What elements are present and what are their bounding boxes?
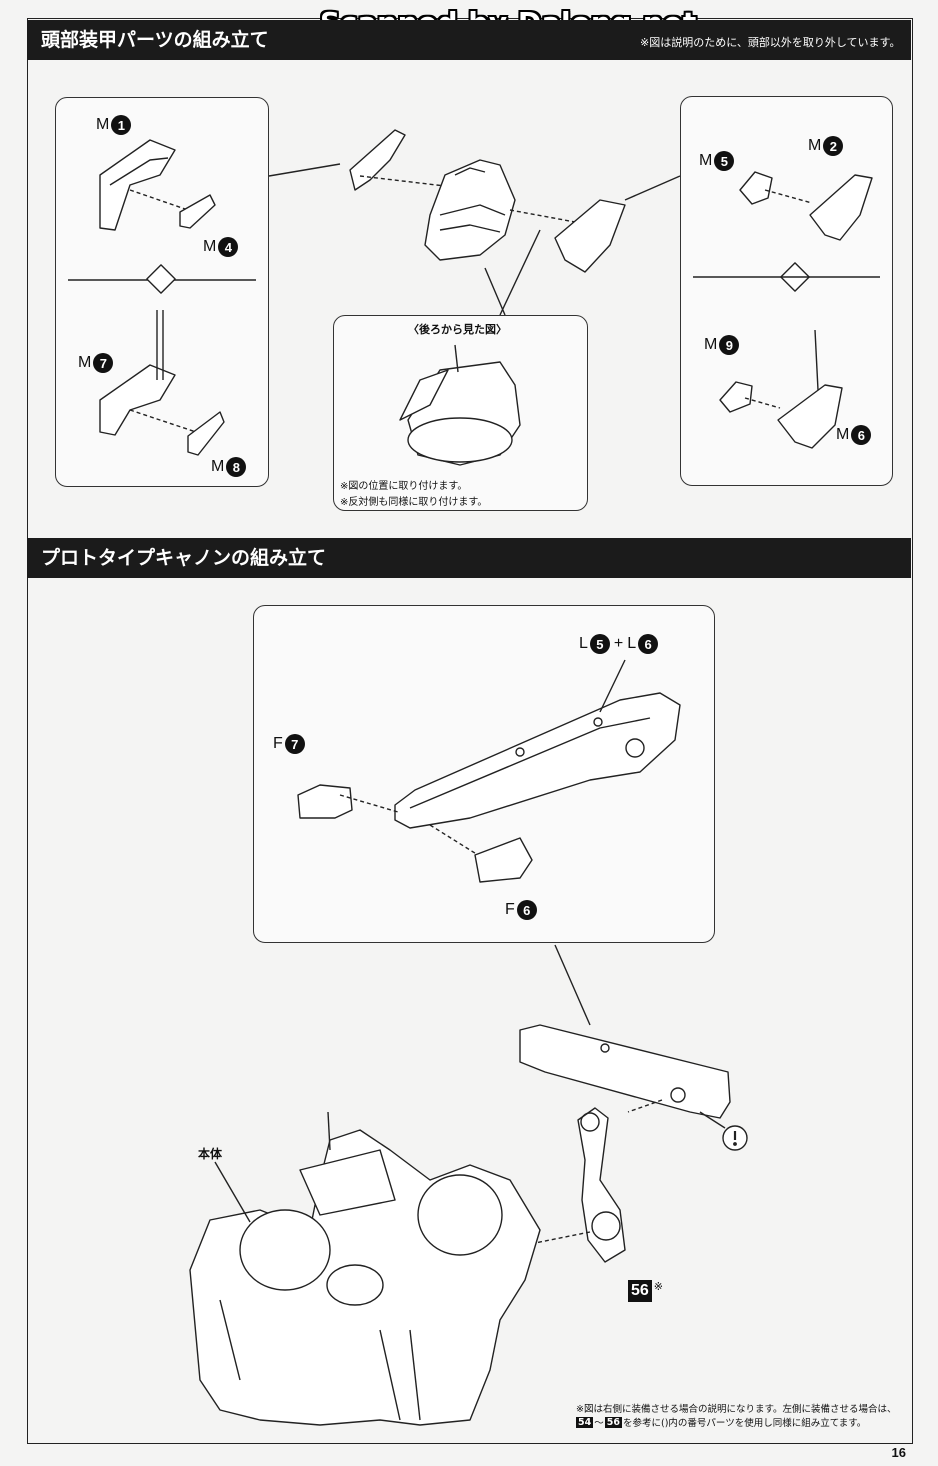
page-frame <box>27 18 913 1444</box>
section-note: ※図は説明のために、頭部以外を取り外しています。 <box>640 36 901 49</box>
mech-body-shape <box>189 1111 541 1426</box>
section-title-cannon: プロトタイプキャノンの組み立て <box>27 538 911 578</box>
part-number: 7 <box>284 734 305 754</box>
rear-view-note-1: ※図の位置に取り付けます。 <box>340 481 468 492</box>
part-number: 6 <box>851 425 872 445</box>
part-number: 9 <box>719 335 740 355</box>
cannon-arm-part-56-shape <box>577 1107 626 1263</box>
runner-letter: L <box>579 635 588 652</box>
runner-letter: M <box>96 116 110 133</box>
footer-note-line-1: ※図は右側に装備させる場合の説明になります。左側に装備させる場合は、 <box>576 1404 897 1415</box>
part-f7-shape <box>297 784 353 819</box>
part-m2-shape <box>809 174 873 241</box>
part-number: 5 <box>589 634 610 654</box>
runner-letter: M <box>808 137 822 154</box>
part-m4-shape <box>179 194 216 229</box>
leader-line <box>624 175 681 201</box>
head-unit-shape <box>424 159 516 261</box>
section-title-head-armor: 頭部装甲パーツの組み立て <box>27 20 911 60</box>
part-number: 7 <box>93 353 114 373</box>
runner-letter: M <box>203 238 217 255</box>
footer-note-line-2: 54 〜 56 を参考に()内の番号パーツを使用し同様に組み立てます。 <box>576 1415 866 1429</box>
part-f6-shape <box>474 837 533 883</box>
part-m7-shape <box>99 310 176 436</box>
part-m1-shape <box>99 139 176 231</box>
cannon-barrel-shape <box>394 692 681 829</box>
rear-view-note-2: ※反対側も同様に取り付けます。 <box>340 497 488 508</box>
part-number: 1 <box>111 115 132 135</box>
part-number: 2 <box>823 136 844 156</box>
plus-sign: + <box>613 635 624 652</box>
page-number: 16 <box>891 1445 906 1460</box>
runner-letter: M <box>78 354 92 371</box>
runner-letter: L <box>627 635 637 652</box>
part-top-visor-shape <box>349 129 406 191</box>
part-number: 5 <box>714 151 735 171</box>
rear-view-title: 〈後ろから見た図〉 <box>408 323 507 336</box>
separator-icon <box>146 264 176 294</box>
footer-note-text: を参考に()内の番号パーツを使用し同様に組み立てます。 <box>622 1418 867 1429</box>
runner-letter: M <box>211 458 225 475</box>
runner-letter: F <box>273 735 283 752</box>
part-number: 8 <box>226 457 247 477</box>
part-m6-shape <box>777 329 843 449</box>
section-title-text: 頭部装甲パーツの組み立て <box>41 29 269 51</box>
runner-letter: M <box>699 152 713 169</box>
ref-part-start: 54 <box>576 1416 594 1428</box>
note-mark: ※ <box>653 1281 664 1293</box>
part-m8-shape <box>187 411 225 456</box>
main-body-label: 本体 <box>198 1147 223 1161</box>
part-number: 6 <box>638 634 659 654</box>
runner-letter: M <box>704 336 718 353</box>
ref-part-end: 56 <box>604 1416 622 1428</box>
assembled-cannon-shape <box>519 1024 731 1119</box>
part-number: 4 <box>218 237 239 257</box>
part-m5-shape <box>739 171 773 205</box>
leader-line <box>268 163 341 177</box>
part-m9-shape <box>719 381 753 413</box>
ref-tilde: 〜 <box>594 1418 604 1429</box>
part-number: 6 <box>516 900 537 920</box>
section-title-text: プロトタイプキャノンの組み立て <box>41 547 327 569</box>
rear-view-head-shape <box>399 344 521 466</box>
part-label-56: 56※ <box>628 1280 663 1302</box>
part-number: 56 <box>628 1280 652 1302</box>
runner-letter: F <box>505 901 515 918</box>
runner-letter: M <box>836 426 850 443</box>
part-cheek-shape <box>554 199 626 273</box>
